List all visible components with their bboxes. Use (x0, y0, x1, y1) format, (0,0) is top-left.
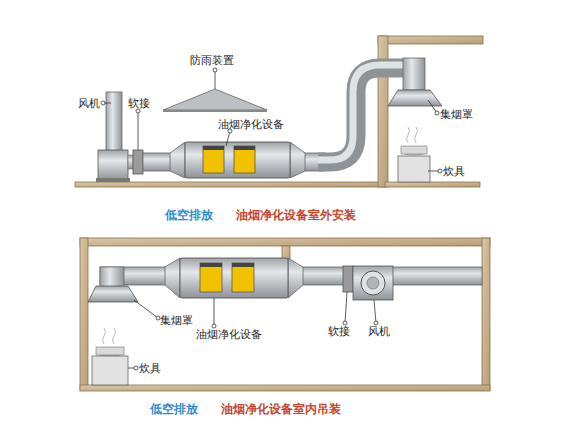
outdoor-scene (75, 36, 483, 187)
part-label: 集烟罩 (160, 314, 193, 327)
indoor-scene (80, 238, 490, 391)
caption-part: 油烟净化设备室内吊装 (221, 402, 341, 416)
part-label: 油烟净化设备 (196, 328, 262, 341)
part-label: 炊具 (443, 165, 465, 178)
part-label: 集烟罩 (440, 108, 473, 121)
part-label: 防雨装置 (190, 54, 234, 67)
leader-lines (101, 68, 442, 173)
caption-part: 油烟净化设备室外安装 (236, 208, 356, 222)
part-label: 软接 (128, 97, 150, 110)
part-label: 炊具 (139, 362, 161, 375)
leader-lines (128, 292, 378, 370)
part-label: 油烟净化设备 (218, 118, 284, 131)
part-label: 软接 (328, 325, 350, 338)
part-label: 风机 (368, 325, 390, 338)
caption-part: 低空排放 (165, 208, 213, 222)
part-label: 风机 (78, 97, 100, 110)
caption-part: 低空排放 (150, 402, 198, 416)
